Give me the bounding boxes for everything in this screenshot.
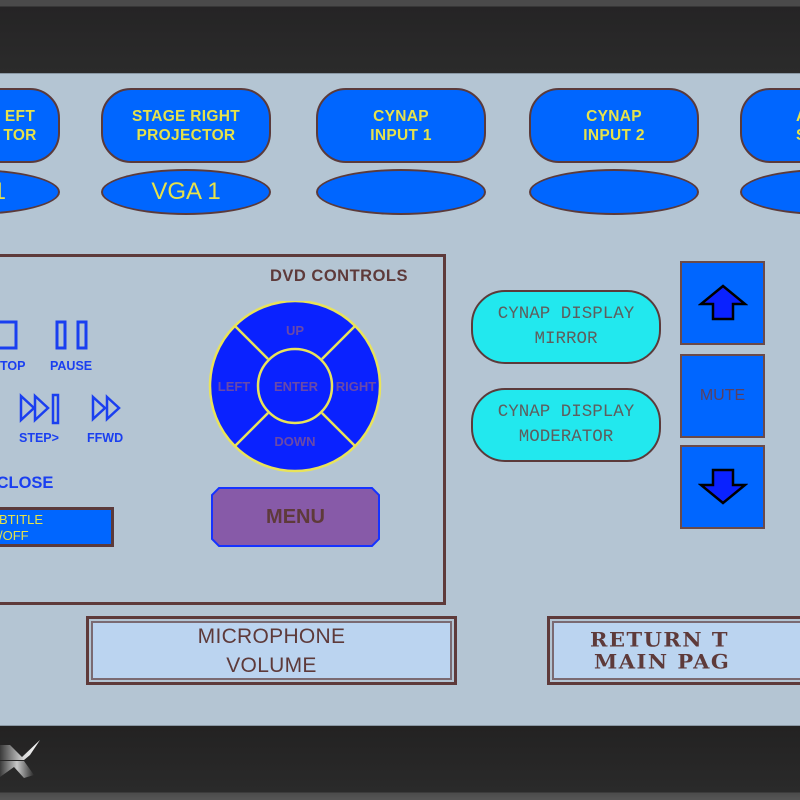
subtitle-line1: BTITLE (0, 512, 44, 527)
source-status-cynap-input-2 (529, 169, 699, 215)
source-status-partial-right (740, 169, 800, 215)
subtitle-line2: /OFF (0, 528, 29, 543)
source-label-line1: A (796, 107, 800, 126)
source-button-cynap-input-1[interactable]: CYNAP INPUT 1 (316, 88, 486, 163)
step-label: STEP> (19, 431, 59, 445)
ffwd-label: FFWD (87, 431, 124, 445)
source-label-line1: CYNAP (373, 107, 429, 125)
return-line2: MAIN PAG (594, 649, 731, 673)
dvd-controls-title: DVD CONTROLS (270, 267, 408, 285)
pause-icon[interactable] (55, 320, 91, 352)
return-line1: RETURN T (590, 627, 729, 651)
microphone-line1: MICROPHONE (197, 624, 346, 648)
step-forward-icon[interactable] (19, 392, 63, 428)
source-status-left-projector: 1 (0, 169, 60, 215)
arrow-up-icon (697, 284, 748, 321)
brand-logo-icon (0, 740, 40, 778)
dpad-enter-button[interactable]: ENTER (273, 379, 319, 394)
volume-up-button[interactable] (680, 261, 765, 345)
dpad[interactable] (208, 301, 382, 475)
dvd-controls-frame (0, 254, 446, 605)
microphone-line2: VOLUME (226, 653, 317, 677)
dpad-down-button[interactable]: DOWN (274, 434, 316, 449)
source-button-partial-right[interactable]: A S (740, 88, 800, 163)
source-label-line1: EFT (4, 107, 36, 125)
control-panel: EFT TOR 1 STAGE RIGHT PROJECTOR VGA 1 CY… (0, 73, 800, 726)
dpad-right-button[interactable]: RIGHT (335, 379, 377, 394)
source-label-line1: CYNAP (586, 107, 642, 125)
source-button-stage-right-projector[interactable]: STAGE RIGHT PROJECTOR (101, 88, 271, 163)
fast-forward-icon[interactable] (91, 394, 125, 426)
source-button-cynap-input-2[interactable]: CYNAP INPUT 2 (529, 88, 699, 163)
stop-label: TOP (0, 359, 26, 373)
source-status-stage-right-projector: VGA 1 (101, 169, 271, 215)
source-status-cynap-input-1 (316, 169, 486, 215)
cynap-moderator-line1: CYNAP DISPLAY (497, 402, 635, 422)
cynap-mirror-line2: MIRROR (534, 329, 598, 349)
source-label-line2: PROJECTOR (136, 126, 236, 144)
cynap-moderator-line2: MODERATOR (518, 427, 614, 447)
microphone-volume-button[interactable]: MICROPHONE VOLUME (86, 616, 457, 685)
bottom-bezel (0, 726, 800, 800)
open-close-label[interactable]: /CLOSE (0, 474, 54, 492)
cynap-display-moderator-button[interactable]: CYNAP DISPLAY MODERATOR (471, 388, 661, 462)
source-label-line2: S (796, 126, 800, 145)
mute-label: MUTE (699, 387, 746, 404)
return-to-main-page-button[interactable]: RETURN T MAIN PAG (547, 616, 800, 685)
dpad-left-button[interactable]: LEFT (217, 379, 251, 394)
source-label-line2: INPUT 1 (370, 126, 432, 144)
top-bezel (0, 0, 800, 73)
source-label-line1: STAGE RIGHT (131, 107, 241, 125)
cynap-display-mirror-button[interactable]: CYNAP DISPLAY MIRROR (471, 290, 661, 364)
mute-button[interactable]: MUTE (680, 354, 765, 438)
subtitle-toggle-button[interactable]: BTITLE /OFF (0, 507, 114, 547)
dvd-menu-button[interactable]: MENU (211, 487, 380, 547)
arrow-down-icon (697, 468, 748, 505)
source-label-line2: TOR (3, 126, 37, 144)
cynap-mirror-line1: CYNAP DISPLAY (497, 304, 635, 324)
volume-down-button[interactable] (680, 445, 765, 529)
dpad-up-button[interactable]: UP (285, 323, 305, 338)
source-button-left-projector[interactable]: EFT TOR (0, 88, 60, 163)
source-label-line2: INPUT 2 (583, 126, 645, 144)
pause-label: PAUSE (50, 359, 93, 373)
stop-icon[interactable] (0, 320, 24, 350)
